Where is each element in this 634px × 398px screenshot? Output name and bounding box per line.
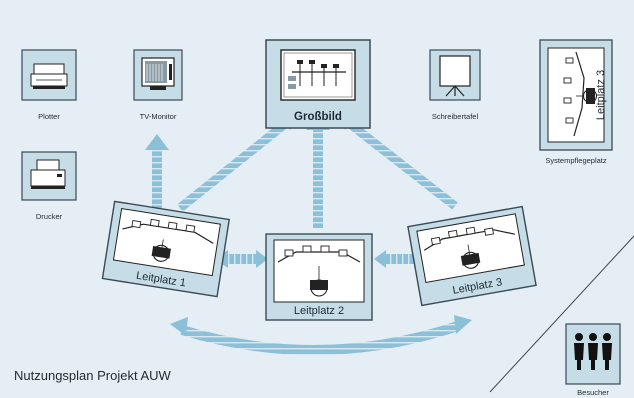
leitplatz-2-station: Leitplatz 2 — [265, 233, 373, 321]
grossbild-device: Großbild — [265, 39, 371, 129]
divider-line — [489, 235, 634, 393]
system-maintenance-leitplatz-label: Leitplatz 3 — [595, 70, 607, 120]
whiteboard-label: Schreibertafel — [432, 112, 479, 121]
tv-monitor-icon — [141, 57, 175, 90]
visitors-icon — [574, 333, 612, 370]
plotter-label: Plotter — [38, 112, 60, 121]
grossbild-screen-icon — [280, 49, 356, 101]
visitors-label: Besucher — [577, 388, 609, 397]
visitors-area: Besucher — [565, 323, 621, 397]
plotter-icon — [30, 63, 68, 89]
whiteboard-icon — [439, 55, 471, 97]
leitplatz-3-station: Leitplatz 3 — [407, 205, 537, 307]
leitplatz-2-desk-icon — [277, 245, 361, 297]
plotter-device: Plotter — [21, 49, 77, 121]
grossbild-label: Großbild — [294, 111, 342, 123]
printer-label: Drucker — [36, 212, 63, 221]
tv-monitor-device: TV-Monitor — [133, 49, 183, 121]
leitplatz-3-desk-icon — [423, 226, 515, 269]
printer-icon — [30, 159, 66, 189]
leitplatz-1-desk-icon — [122, 218, 214, 262]
whiteboard-device: Schreibertafel — [429, 49, 481, 121]
system-maintenance-station: Leitplatz 3 Systempflegeplatz — [539, 39, 613, 165]
system-maintenance-desk-icon — [563, 51, 598, 137]
tv-monitor-label: TV-Monitor — [140, 112, 177, 121]
arrow-leitplatz1-leitplatz3 — [170, 315, 472, 356]
leitplatz-2-label: Leitplatz 2 — [294, 305, 344, 317]
printer-device: Drucker — [21, 151, 77, 221]
diagram-title: Nutzungsplan Projekt AUW — [14, 368, 172, 383]
system-maintenance-label: Systempflegeplatz — [545, 156, 607, 165]
arrow-to-tv-monitor — [145, 134, 169, 208]
leitplatz-1-station: Leitplatz 1 — [101, 200, 231, 298]
